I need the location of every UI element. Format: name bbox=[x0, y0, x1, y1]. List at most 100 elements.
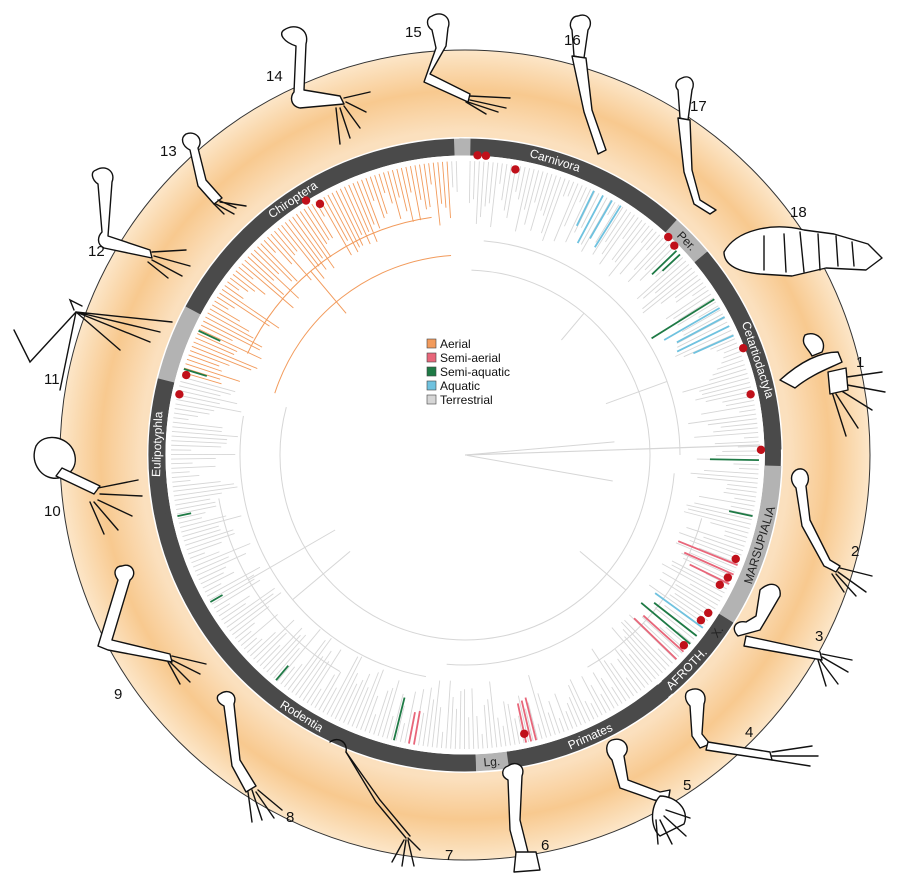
tree-branch bbox=[216, 296, 235, 309]
colored-lineage bbox=[198, 329, 221, 342]
tree-branch bbox=[437, 162, 443, 204]
tree-branch bbox=[705, 573, 729, 586]
tree-branch bbox=[364, 695, 379, 732]
tree-branch bbox=[273, 647, 300, 679]
tree-branch bbox=[238, 266, 254, 280]
tree-branch bbox=[177, 394, 220, 405]
colored-lineage bbox=[651, 250, 678, 276]
tree-spoke bbox=[310, 270, 347, 314]
colored-lineage bbox=[689, 563, 730, 585]
tree-branch bbox=[186, 358, 222, 372]
limb-number-18: 18 bbox=[790, 204, 807, 221]
tree-branch bbox=[396, 168, 408, 212]
node-marker bbox=[481, 151, 491, 160]
tree-branch bbox=[484, 161, 490, 207]
colored-lineage bbox=[653, 602, 698, 637]
tree-branch bbox=[677, 297, 714, 321]
node-marker bbox=[679, 641, 689, 650]
tree-branch bbox=[450, 697, 454, 749]
tree-branch bbox=[276, 629, 321, 682]
tree-branch bbox=[726, 488, 757, 493]
tree-branch bbox=[506, 165, 517, 219]
tree-branch bbox=[172, 480, 191, 483]
tree-branch bbox=[172, 481, 221, 488]
tree-branch bbox=[579, 187, 587, 203]
tree-branch bbox=[581, 676, 603, 716]
tree-branch bbox=[229, 277, 249, 292]
colored-lineage bbox=[408, 712, 416, 744]
colored-lineage bbox=[275, 665, 289, 681]
tree-branch bbox=[619, 231, 657, 275]
tree-branch bbox=[542, 175, 557, 216]
colored-lineage bbox=[677, 540, 738, 566]
tree-branch bbox=[326, 656, 359, 715]
tree-branch bbox=[664, 604, 701, 633]
tree-branch bbox=[399, 723, 405, 742]
tree-branch bbox=[310, 688, 322, 706]
tree-branch bbox=[209, 308, 250, 332]
tree-branch bbox=[221, 603, 246, 621]
tree-branch bbox=[427, 699, 435, 747]
tree-branch bbox=[182, 525, 219, 537]
colored-lineage bbox=[576, 194, 604, 244]
limb-numbers: 1 2 3 4 5 6 7 8 9 10 11 12 13 14 15 16 1… bbox=[44, 24, 864, 864]
tree-branch bbox=[674, 278, 701, 299]
tree-branch bbox=[534, 171, 544, 203]
tree-branch bbox=[692, 285, 707, 297]
tree-branch bbox=[197, 333, 238, 353]
tree-branch bbox=[724, 534, 746, 543]
tree-branch bbox=[173, 483, 235, 492]
tree-branch bbox=[697, 476, 758, 484]
tree-branch bbox=[377, 687, 394, 736]
tree-branch bbox=[679, 532, 742, 556]
limb-number-6: 6 bbox=[541, 837, 549, 854]
colored-lineage bbox=[676, 316, 726, 344]
colored-lineage bbox=[654, 592, 704, 629]
tree-branch bbox=[243, 637, 258, 650]
tree-branch bbox=[171, 474, 200, 479]
tree-branch bbox=[537, 693, 552, 737]
tree-branch bbox=[530, 172, 548, 231]
limb-number-2: 2 bbox=[851, 543, 859, 560]
tree-branch bbox=[368, 714, 377, 734]
tree-branch bbox=[592, 206, 624, 255]
tree-spoke bbox=[466, 441, 615, 456]
tree-branch bbox=[584, 700, 595, 720]
tree-branch bbox=[622, 217, 639, 240]
colored-lineage bbox=[177, 512, 192, 518]
tree-branch bbox=[710, 338, 736, 350]
tree-branch bbox=[524, 170, 540, 225]
limb-number-10: 10 bbox=[44, 503, 61, 520]
tree-branch bbox=[542, 178, 566, 241]
tree-branch bbox=[218, 595, 250, 617]
tree-branch bbox=[568, 685, 586, 724]
tree-branch bbox=[311, 203, 334, 239]
node-marker bbox=[723, 573, 733, 582]
tree-branch bbox=[189, 552, 206, 559]
tree-branch bbox=[390, 693, 404, 740]
tree-branch bbox=[642, 271, 696, 314]
tree-branch bbox=[682, 373, 748, 393]
tree-branch bbox=[625, 677, 638, 694]
tree-branch bbox=[701, 381, 751, 396]
tree-branch bbox=[475, 161, 480, 224]
tree-branch bbox=[501, 163, 508, 201]
tree-branch bbox=[369, 176, 385, 219]
tree-branch bbox=[689, 583, 721, 602]
forelimb-10-icon bbox=[33, 436, 143, 535]
tree-branch bbox=[223, 587, 275, 625]
tree-branch bbox=[675, 584, 716, 610]
tree-branch bbox=[232, 274, 256, 292]
tree-branch bbox=[185, 363, 241, 382]
node-marker bbox=[696, 615, 706, 625]
tree-branch bbox=[481, 733, 484, 749]
tree-branch bbox=[232, 606, 270, 636]
tree-branch bbox=[698, 547, 739, 565]
tree-branch bbox=[291, 637, 332, 693]
tree-branch bbox=[515, 166, 522, 192]
tree-branch bbox=[351, 687, 369, 727]
forelimb-2-icon bbox=[790, 468, 873, 597]
tree-branch bbox=[196, 553, 247, 576]
clade-label-eulipotyphla: Eulipotyphla bbox=[149, 411, 165, 477]
